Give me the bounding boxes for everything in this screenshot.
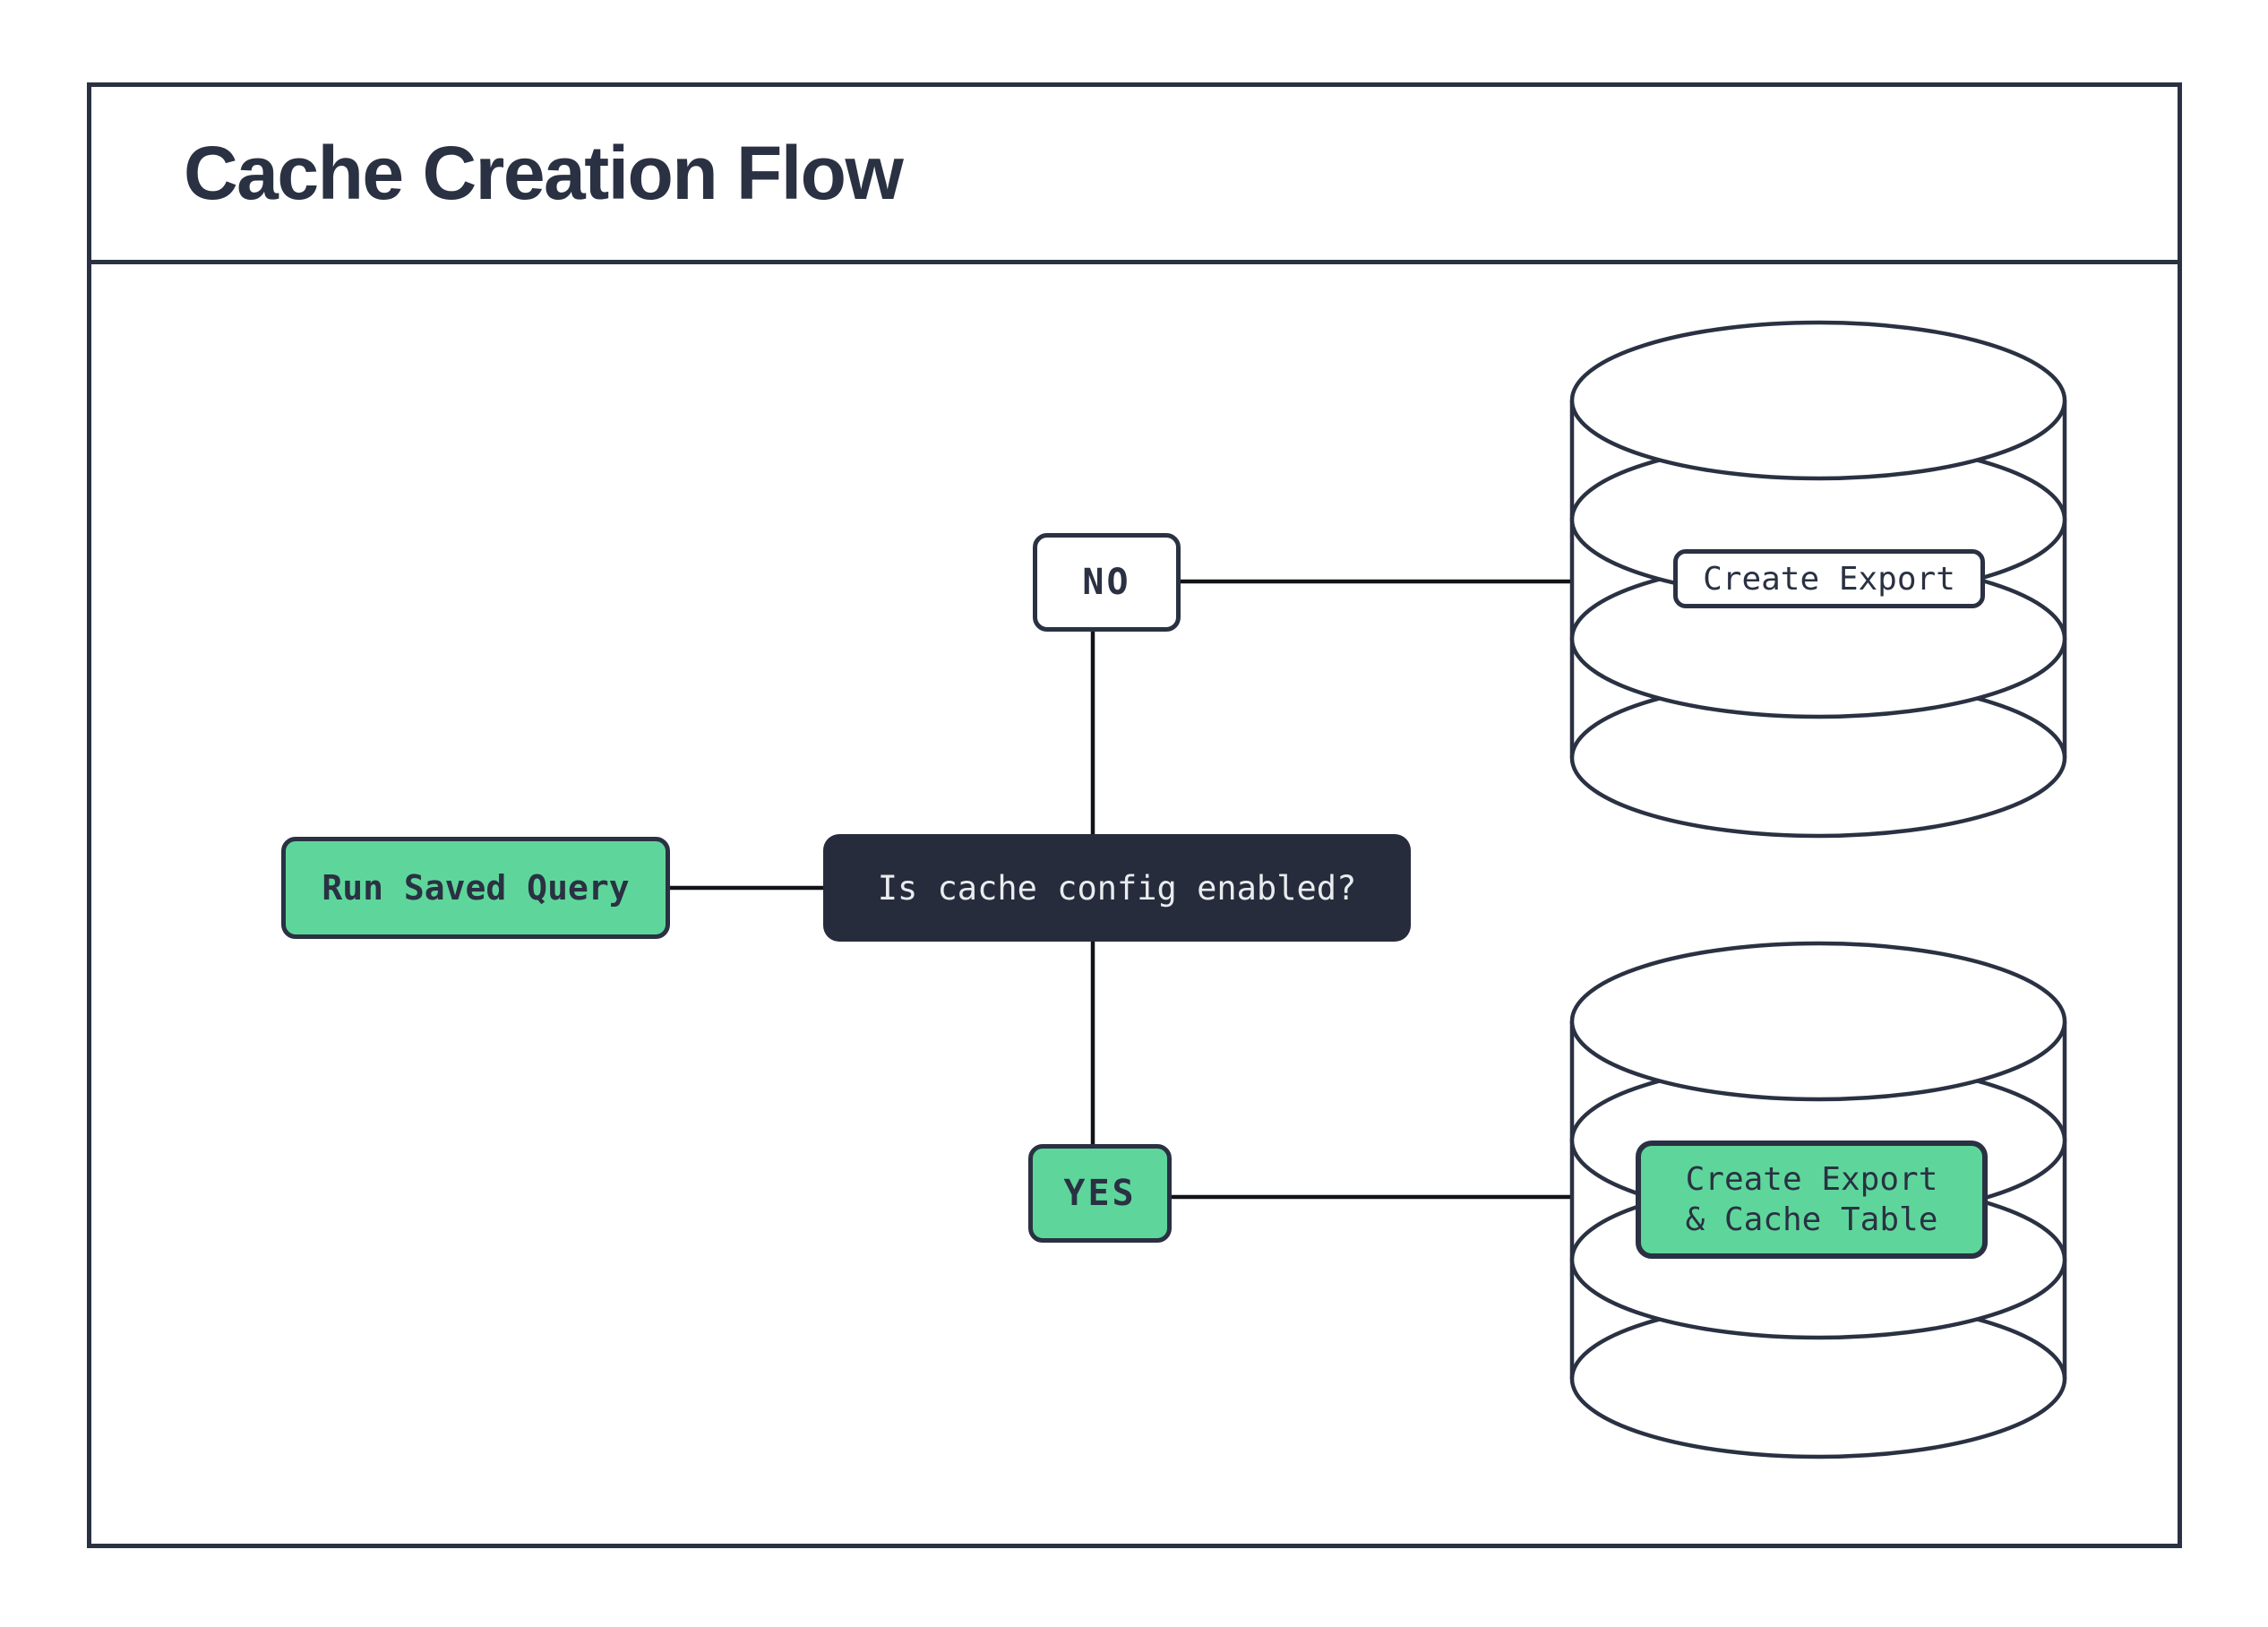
cylinder-disk <box>1569 320 2067 481</box>
create-export-label: Create Export <box>1703 560 1955 598</box>
run-saved-query-node: Run Saved Query <box>281 837 670 939</box>
no-branch-label: NO <box>1082 562 1131 603</box>
no-branch-node: NO <box>1033 533 1181 632</box>
create-export-cache-table-node: Create Export & Cache Table <box>1636 1141 1988 1259</box>
diagram-header: Cache Creation Flow <box>91 87 2178 264</box>
cache-config-decision-label: Is cache config enabled? <box>877 868 1357 908</box>
yes-branch-label: YES <box>1063 1173 1137 1214</box>
run-saved-query-label: Run Saved Query <box>322 868 630 908</box>
connector-lines <box>668 579 1573 1200</box>
create-export-cache-line2: & Cache Table <box>1685 1201 1938 1238</box>
cylinder-disk <box>1569 941 2067 1102</box>
page-title: Cache Creation Flow <box>184 131 904 215</box>
yes-branch-node: YES <box>1028 1144 1172 1243</box>
create-export-cache-line1: Create Export <box>1685 1161 1938 1198</box>
cache-config-decision-node: Is cache config enabled? <box>823 834 1411 942</box>
create-export-node: Create Export <box>1673 549 1985 608</box>
